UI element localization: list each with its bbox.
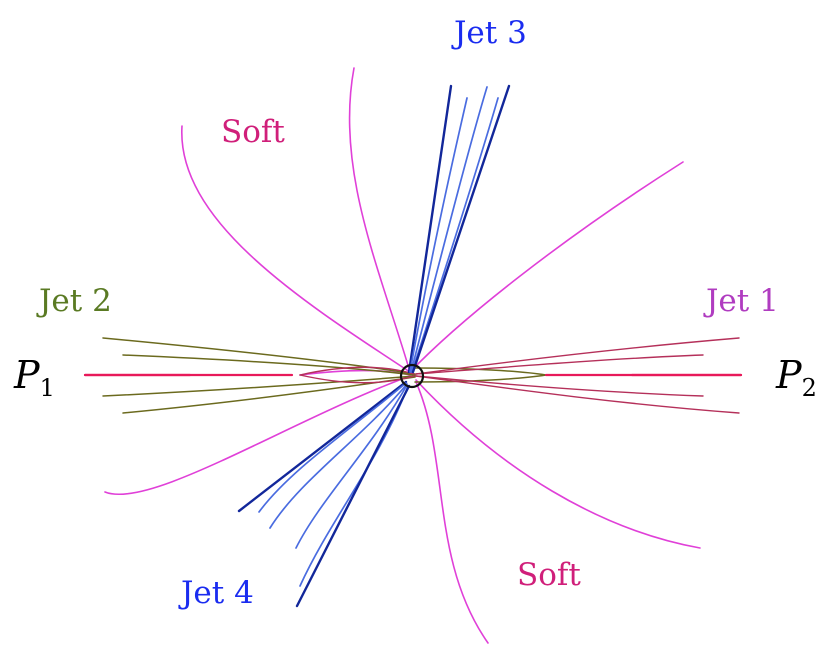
jet-4-line [295,384,411,608]
jet-4-lines [237,380,411,608]
jet-1-line [415,354,704,375]
jet-3-lines [407,84,511,374]
jet-3-line [411,97,499,373]
jet-2-line [414,374,547,383]
jet-4-line [295,384,408,549]
jet-3-line [410,86,488,373]
jet-4-line [258,382,407,513]
jet-1-line [415,375,740,414]
jet-3-line [407,84,453,374]
jet-4-label: Jet 4 [178,575,254,611]
jet-3-line [409,97,468,373]
jet-2-line [122,354,416,376]
beam-2-label-sub: 2 [802,374,817,402]
soft-bottom-label: Soft [517,557,581,593]
soft-radiation [104,67,701,644]
jet-1-line [415,337,740,375]
soft-line [348,67,411,373]
jet-3-label: Jet 3 [451,15,527,51]
jet-1-line [299,374,415,384]
jet-2-line [102,375,416,397]
soft-line [415,379,701,549]
beam-1-label: P1 [13,353,55,402]
beam-2-label-base: P [775,353,803,397]
jet-2-label: Jet 2 [36,283,112,319]
interaction-vertex [399,363,425,389]
soft-line [104,375,411,496]
jet-4-line [299,385,409,587]
jet-4-line [237,380,408,513]
jet-3-line [411,84,511,374]
soft-line [409,161,684,373]
soft-line [415,381,489,644]
soft-top-label: Soft [221,114,285,150]
jet-1-label: Jet 1 [703,283,779,319]
jet-2-lines [102,337,547,414]
beam-1-label-sub: 1 [40,374,55,402]
jet-4-line [269,383,408,529]
beam-1-label-base: P [13,353,41,397]
jet-2-line [102,337,416,375]
jet-2-line [414,367,547,376]
soft-line [181,125,411,373]
jet-1-line [415,375,704,397]
beam-2-label: P2 [775,353,817,402]
